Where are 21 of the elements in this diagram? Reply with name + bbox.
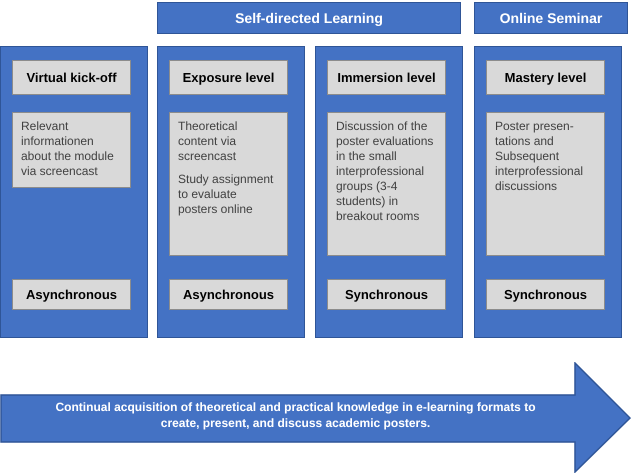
mode-label: Asynchronous — [169, 279, 288, 310]
description-box: Discussion of the poster evaluations in the small interprofessional groups (3-4 students) in breakout rooms — [327, 112, 446, 256]
timeline-arrow: Continual acquisition of theoretical and practical knowledge in e-learning formats to create, present, and discuss academic posters. — [0, 362, 631, 473]
description-box — [169, 112, 288, 256]
level-label: Immersion level — [327, 60, 446, 95]
mode-label: Synchronous — [486, 279, 605, 310]
description-text: Study assignment to evaluate posters online — [178, 172, 274, 217]
level-label: Virtual kick-off — [12, 60, 131, 95]
column-panel — [0, 46, 148, 338]
level-label: Mastery level — [486, 60, 605, 95]
column-panel — [474, 46, 622, 338]
description-box: Poster presen- tations and Subsequent interprofessional discussions — [486, 112, 605, 256]
column-panel — [315, 46, 463, 338]
mode-label: Synchronous — [327, 279, 446, 310]
mode-label: Asynchronous — [12, 279, 131, 310]
header-banner: Self-directed Learning — [157, 2, 461, 34]
level-label: Exposure level — [169, 60, 288, 95]
column-panel — [157, 46, 305, 338]
header-banner: Online Seminar — [474, 2, 628, 34]
description-text: Theoretical content via screencast — [178, 119, 238, 164]
description-box: Relevant informationen about the module via screencast — [12, 112, 131, 188]
